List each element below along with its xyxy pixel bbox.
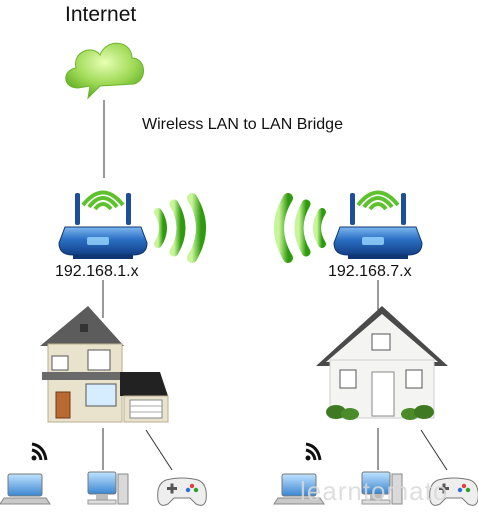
right-gamepad-line	[420, 429, 448, 471]
left-laptop-icon	[0, 473, 51, 505]
cloud-icon	[65, 42, 144, 100]
left-house-icon	[40, 306, 169, 423]
left-wireless-signal-icon	[154, 193, 206, 263]
internet-label: Internet	[65, 3, 137, 26]
right-gamepad-icon	[429, 477, 478, 506]
left-gamepad-icon	[157, 477, 207, 506]
left-router-icon	[58, 190, 148, 259]
right-subnet-label: 192.168.7.x	[328, 263, 412, 280]
left-subnet-label: 192.168.1.x	[55, 263, 139, 280]
left-desktop-icon	[87, 471, 129, 505]
watermark-text: learntomato	[300, 476, 449, 506]
left-wifi-icon	[31, 442, 48, 461]
right-router-icon	[333, 190, 423, 259]
right-desktop-icon	[361, 471, 403, 505]
right-wireless-signal-icon	[274, 193, 326, 263]
bridge-title-label: Wireless LAN to LAN Bridge	[142, 116, 343, 133]
right-wifi-icon	[305, 442, 322, 461]
right-house-icon	[316, 306, 448, 420]
right-laptop-icon	[273, 473, 325, 505]
left-gamepad-line	[145, 429, 173, 471]
